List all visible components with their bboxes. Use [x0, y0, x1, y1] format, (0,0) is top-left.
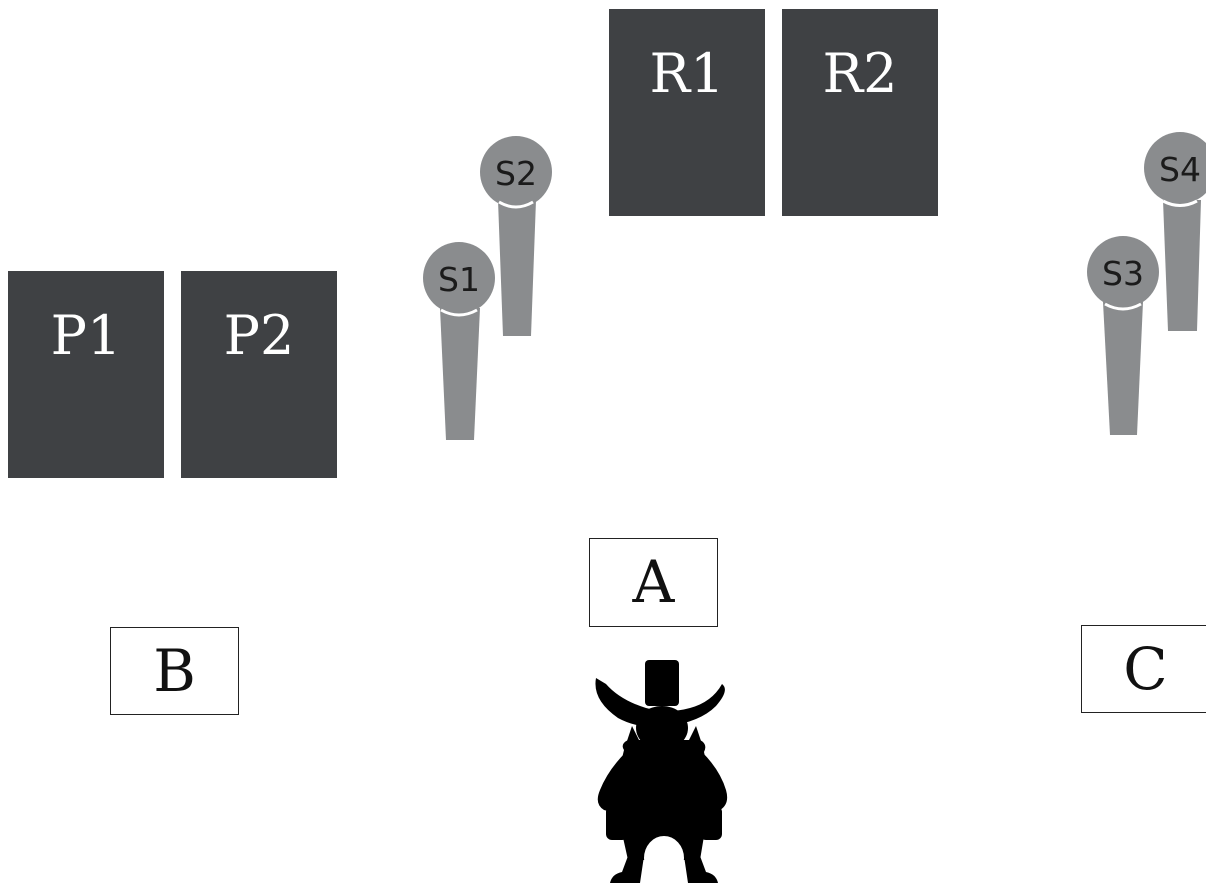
- position-b-box: B: [110, 627, 239, 715]
- spotlight-s4-label: S4: [1159, 150, 1201, 189]
- speaker-r1-label: R1: [649, 42, 725, 105]
- speaker-p2: P2: [181, 271, 337, 478]
- position-a-box: A: [589, 538, 718, 627]
- position-b-label: B: [153, 637, 196, 705]
- speaker-p1: P1: [8, 271, 164, 478]
- speaker-p2-label: P2: [223, 304, 295, 367]
- speaker-r2: R2: [782, 9, 938, 216]
- position-c-label: C: [1123, 635, 1168, 703]
- speaker-r2-label: R2: [822, 42, 898, 105]
- spotlight-s2-label: S2: [495, 154, 537, 193]
- spotlight-s1-label: S1: [438, 260, 480, 299]
- spotlight-s1-icon: S1: [423, 242, 495, 440]
- spotlight-s4-icon: S4: [1144, 132, 1206, 331]
- position-c-box: C: [1081, 625, 1206, 713]
- spotlight-s2-icon: S2: [480, 136, 552, 336]
- speaker-r1: R1: [609, 9, 765, 216]
- position-a-label: A: [632, 548, 675, 616]
- speaker-p1-label: P1: [50, 304, 122, 367]
- spotlight-s3-label: S3: [1102, 254, 1144, 293]
- spotlight-s3-icon: S3: [1087, 236, 1159, 435]
